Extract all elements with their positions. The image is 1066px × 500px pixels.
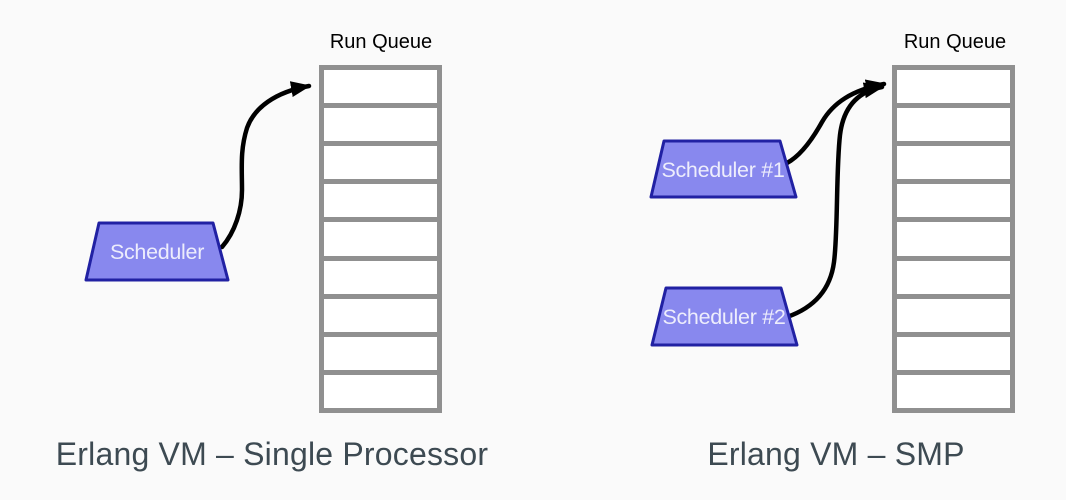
queue-cell bbox=[897, 336, 1010, 370]
arrow-scheduler1-to-runqueue bbox=[784, 79, 887, 166]
arrow-scheduler2-to-runqueue bbox=[784, 82, 885, 320]
run-queue-left bbox=[319, 65, 442, 413]
queue-cell bbox=[324, 108, 437, 142]
queue-cell bbox=[324, 336, 437, 370]
scheduler1-trapezoid bbox=[649, 139, 798, 199]
run-queue-right bbox=[892, 65, 1015, 413]
scheduler2-trapezoid bbox=[650, 286, 799, 347]
queue-cell bbox=[897, 222, 1010, 256]
queue-cell bbox=[324, 374, 437, 408]
scheduler-trapezoid bbox=[84, 221, 230, 282]
queue-cell bbox=[324, 70, 437, 104]
queue-cell bbox=[324, 260, 437, 294]
queue-cell bbox=[897, 70, 1010, 104]
arrow-scheduler-to-runqueue bbox=[219, 81, 312, 250]
queue-cell bbox=[897, 108, 1010, 142]
caption-single-processor: Erlang VM – Single Processor bbox=[55, 436, 489, 472]
runqueue-title-right: Run Queue bbox=[903, 31, 1007, 53]
scheduler1-label: Scheduler #1 bbox=[661, 158, 784, 182]
queue-cell bbox=[324, 222, 437, 256]
scheduler2-label: Scheduler #2 bbox=[662, 305, 785, 329]
queue-cell bbox=[324, 298, 437, 332]
scheduler-shape: Scheduler bbox=[84, 221, 230, 282]
queue-cell bbox=[897, 374, 1010, 408]
caption-smp: Erlang VM – SMP bbox=[707, 436, 965, 472]
queue-cell bbox=[897, 146, 1010, 180]
scheduler2-shape: Scheduler #2 bbox=[650, 286, 799, 347]
runqueue-title-left: Run Queue bbox=[329, 31, 433, 53]
queue-cell bbox=[897, 260, 1010, 294]
queue-cell bbox=[324, 146, 437, 180]
scheduler-label: Scheduler bbox=[110, 240, 204, 264]
queue-cell bbox=[897, 184, 1010, 218]
queue-cell bbox=[897, 298, 1010, 332]
queue-cell bbox=[324, 184, 437, 218]
scheduler1-shape: Scheduler #1 bbox=[649, 139, 798, 199]
